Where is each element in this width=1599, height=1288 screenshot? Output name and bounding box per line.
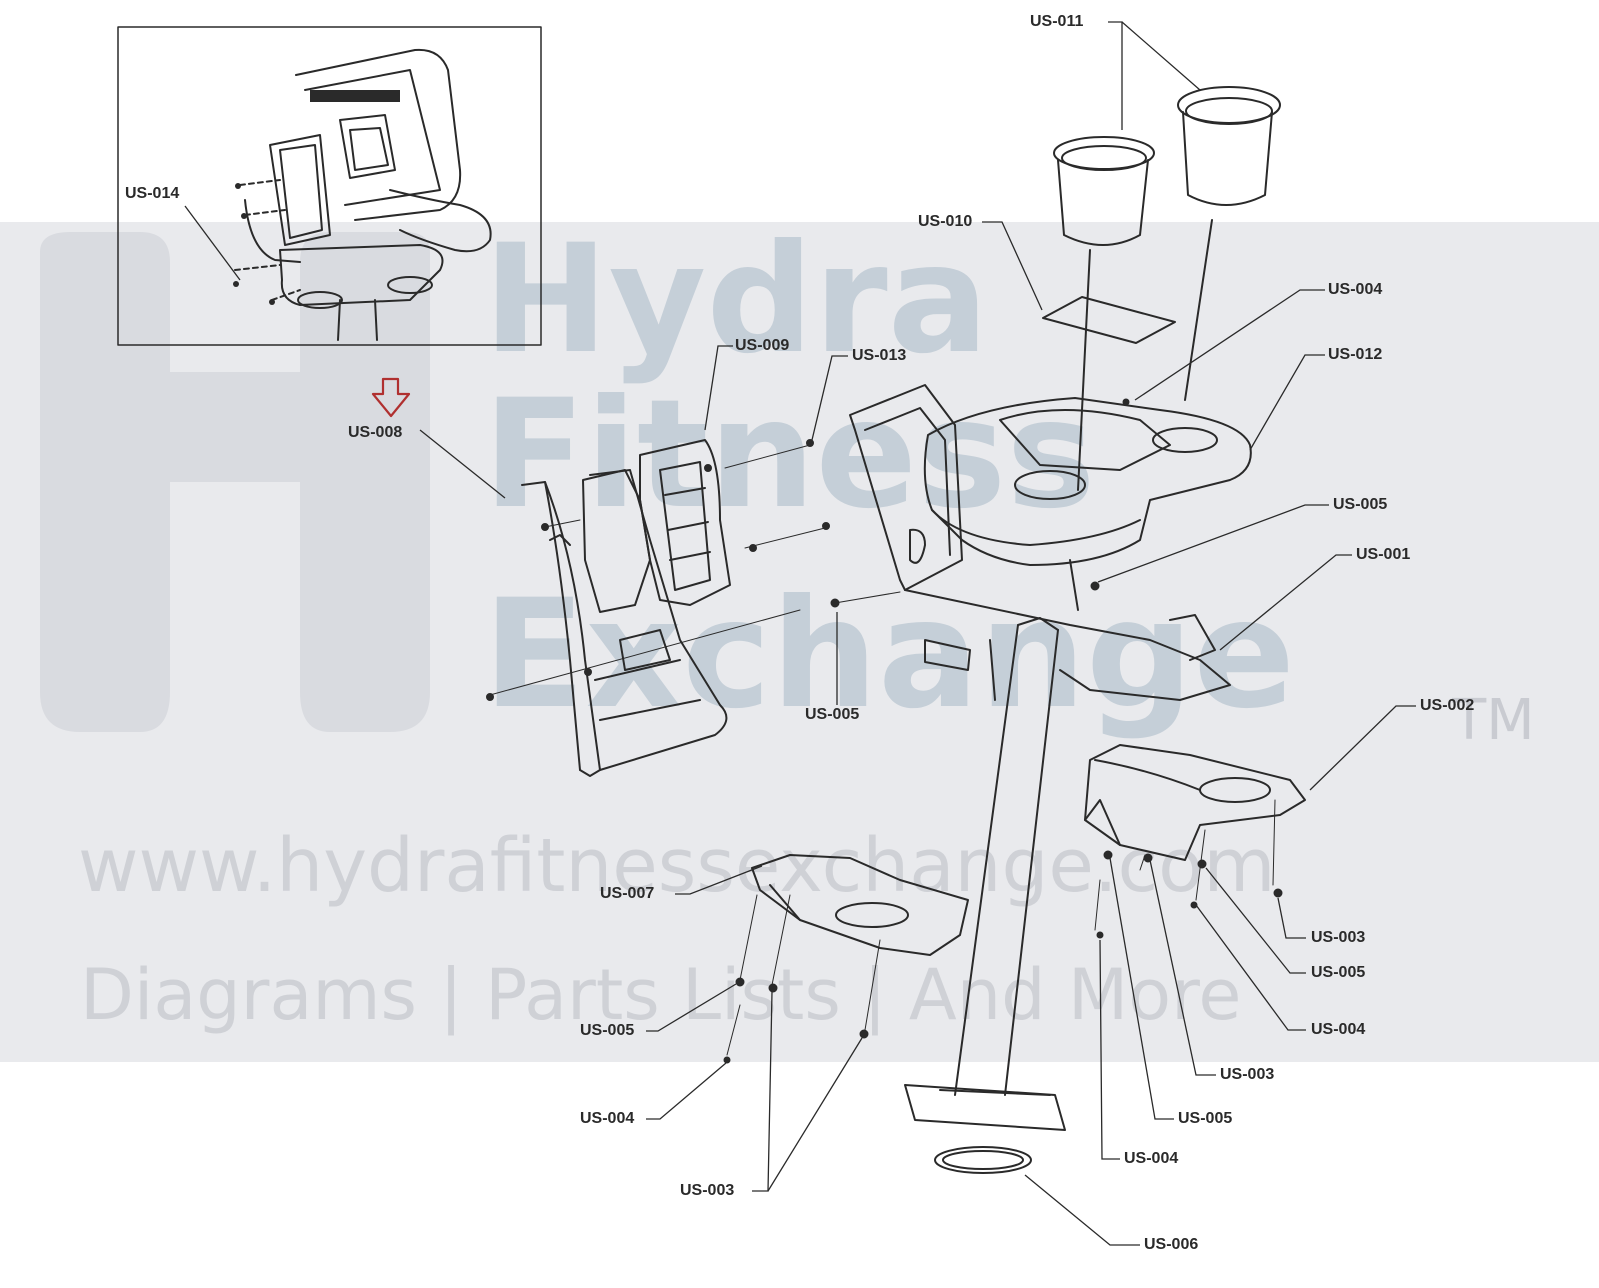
- upright-post-drawing: [904, 617, 1066, 1174]
- front-shroud-drawing: [521, 469, 728, 777]
- watermark-url: www.hydrafitnessexchange.com: [78, 823, 1276, 909]
- callout-us-008: US-008: [348, 424, 403, 441]
- callout-us-005-mid: US-005: [805, 706, 860, 723]
- callout-us-005-c2: US-005: [1178, 1110, 1233, 1127]
- callout-us-004-top: US-004: [1328, 281, 1383, 298]
- callout-us-006: US-006: [1144, 1236, 1199, 1253]
- lower-rear-tray-drawing: [1084, 744, 1306, 861]
- console-mount-frame-drawing: [849, 384, 1231, 701]
- watermark-brand-line2: Fitness: [483, 368, 1096, 542]
- callout-us-004-left: US-004: [580, 1110, 635, 1127]
- watermark-trademark: TM: [1452, 688, 1535, 753]
- watermark-brand-line1: Hydra: [483, 213, 989, 387]
- console-pad-drawing: [1042, 296, 1176, 344]
- callout-us-002: US-002: [1420, 697, 1475, 714]
- callout-us-010: US-010: [918, 213, 973, 230]
- callout-us-003-c1: US-003: [1220, 1066, 1275, 1083]
- callout-us-007: US-007: [600, 885, 655, 902]
- watermark-brand-line3: Exchange: [483, 568, 1296, 742]
- inset-console-drawing: [234, 48, 492, 341]
- callout-us-011: US-011: [1030, 13, 1084, 30]
- callout-us-005-right: US-005: [1333, 496, 1388, 513]
- callout-us-003-bottom: US-003: [680, 1182, 735, 1199]
- callout-us-013: US-013: [852, 347, 907, 364]
- callout-us-012: US-012: [1328, 346, 1383, 363]
- callout-us-005-left: US-005: [580, 1022, 635, 1039]
- watermark-band: [0, 222, 1599, 1062]
- callout-us-004-c3: US-004: [1124, 1150, 1179, 1167]
- callout-us-001: US-001: [1356, 546, 1411, 563]
- watermark-logo-icon: [40, 232, 430, 732]
- callout-us-004-r3: US-004: [1311, 1021, 1366, 1038]
- highlight-arrow-icon: [371, 377, 411, 418]
- rear-shroud-drawing: [582, 439, 731, 613]
- callout-us-005-r2: US-005: [1311, 964, 1366, 981]
- lower-front-tray-drawing: [751, 854, 969, 956]
- callout-us-003-r1: US-003: [1311, 929, 1366, 946]
- top-tray-drawing: [923, 397, 1252, 566]
- cup-holder-inserts-drawing: [1053, 86, 1281, 246]
- callout-us-009: US-009: [735, 337, 790, 354]
- inset-detail-frame: [117, 26, 542, 346]
- fastener-set: [486, 398, 1283, 1064]
- watermark-tagline: Diagrams | Parts Lists | And More: [80, 954, 1242, 1036]
- callout-us-014: US-014: [125, 185, 180, 202]
